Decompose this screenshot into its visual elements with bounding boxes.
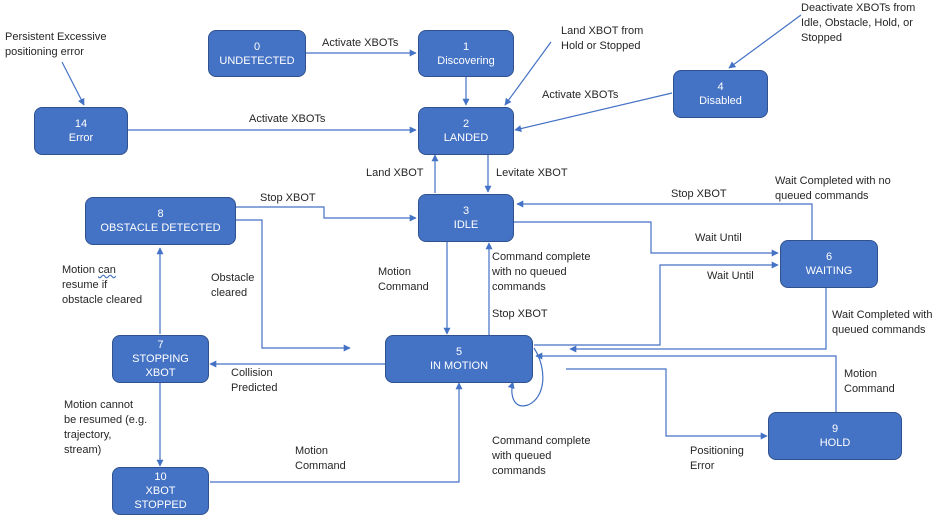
state-1-discovering[interactable]: 1 Discovering bbox=[418, 30, 514, 77]
label-wait-until-5-6: Wait Until bbox=[707, 270, 754, 282]
label-levitate-xbot: Levitate XBOT bbox=[496, 167, 568, 179]
arrow-persistent-error bbox=[61, 61, 85, 106]
state-number: 2 bbox=[462, 118, 470, 130]
state-14-error[interactable]: 14 Error bbox=[34, 107, 128, 155]
arrow-5-to-9 bbox=[566, 368, 768, 440]
state-name: Error bbox=[68, 132, 94, 144]
label-wait-until-3-6: Wait Until bbox=[695, 232, 742, 244]
arrow-5-to-6 bbox=[534, 261, 779, 346]
state-name-line2: STOPPED bbox=[134, 499, 187, 511]
arrow-land-from-hold bbox=[504, 41, 552, 106]
state-name: HOLD bbox=[819, 437, 851, 449]
state-8-obstacle-detected[interactable]: 8 OBSTACLE DETECTED bbox=[85, 197, 236, 245]
state-name: LANDED bbox=[443, 132, 489, 144]
arrow-5-self-loop bbox=[507, 347, 544, 407]
arrow-deactivate bbox=[728, 14, 802, 69]
arrow-10-to-5 bbox=[210, 382, 463, 483]
label-stop-xbot-5-3: Stop XBOT bbox=[492, 308, 548, 320]
state-name: IN MOTION bbox=[429, 360, 489, 372]
state-name: UNDETECTED bbox=[219, 54, 295, 67]
state-number: 10 bbox=[154, 471, 167, 483]
state-number: 5 bbox=[455, 346, 463, 358]
label-land-xbot: Land XBOT bbox=[366, 167, 424, 179]
state-9-hold[interactable]: 9 HOLD bbox=[768, 412, 902, 460]
state-name: WAITING bbox=[805, 265, 853, 277]
state-4-disabled[interactable]: 4 Disabled bbox=[673, 70, 768, 118]
state-number: 8 bbox=[157, 208, 164, 220]
state-name: XBOT bbox=[145, 485, 176, 497]
state-0-undetected[interactable]: 0 UNDETECTED bbox=[208, 30, 306, 77]
state-number: 9 bbox=[831, 423, 839, 435]
arrow-6-to-5 bbox=[569, 288, 827, 353]
state-number: 14 bbox=[74, 118, 88, 130]
state-number: 7 bbox=[157, 339, 164, 351]
state-2-landed[interactable]: 2 LANDED bbox=[418, 107, 514, 155]
label-stop-xbot-8-3: Stop XBOT bbox=[260, 192, 316, 204]
state-10-xbot-stopped[interactable]: 10 XBOT STOPPED bbox=[112, 467, 209, 515]
state-name: Disabled bbox=[699, 95, 742, 107]
state-name: OBSTACLE DETECTED bbox=[100, 222, 221, 234]
label-activate-14-2: Activate XBOTs bbox=[249, 113, 326, 125]
arrow-9-to-5 bbox=[535, 352, 837, 412]
arrow-4-to-2 bbox=[514, 92, 673, 132]
arrow-6-to-3 bbox=[516, 200, 813, 240]
state-5-in-motion[interactable]: 5 IN MOTION bbox=[385, 335, 533, 383]
state-name: STOPPING bbox=[132, 353, 189, 365]
state-number: 3 bbox=[462, 205, 470, 217]
state-number: 4 bbox=[717, 81, 724, 93]
state-3-idle[interactable]: 3 IDLE bbox=[418, 194, 514, 242]
label-activate-0-1: Activate XBOTs bbox=[322, 37, 399, 49]
state-name: IDLE bbox=[453, 219, 479, 231]
state-6-waiting[interactable]: 6 WAITING bbox=[780, 240, 878, 288]
state-number: 1 bbox=[462, 40, 470, 53]
state-number: 0 bbox=[253, 40, 261, 53]
arrow-3-to-6 bbox=[514, 221, 779, 257]
arrow-8-to-5 bbox=[236, 219, 351, 352]
label-stop-xbot-6-3: Stop XBOT bbox=[671, 188, 727, 200]
state-name: Discovering bbox=[437, 54, 495, 67]
arrow-8-to-3 bbox=[236, 206, 417, 222]
state-number: 6 bbox=[825, 251, 833, 263]
state-name-line2: XBOT bbox=[145, 367, 176, 379]
label-activate-4-2: Activate XBOTs bbox=[542, 89, 619, 101]
state-7-stopping-xbot[interactable]: 7 STOPPING XBOT bbox=[112, 335, 209, 383]
